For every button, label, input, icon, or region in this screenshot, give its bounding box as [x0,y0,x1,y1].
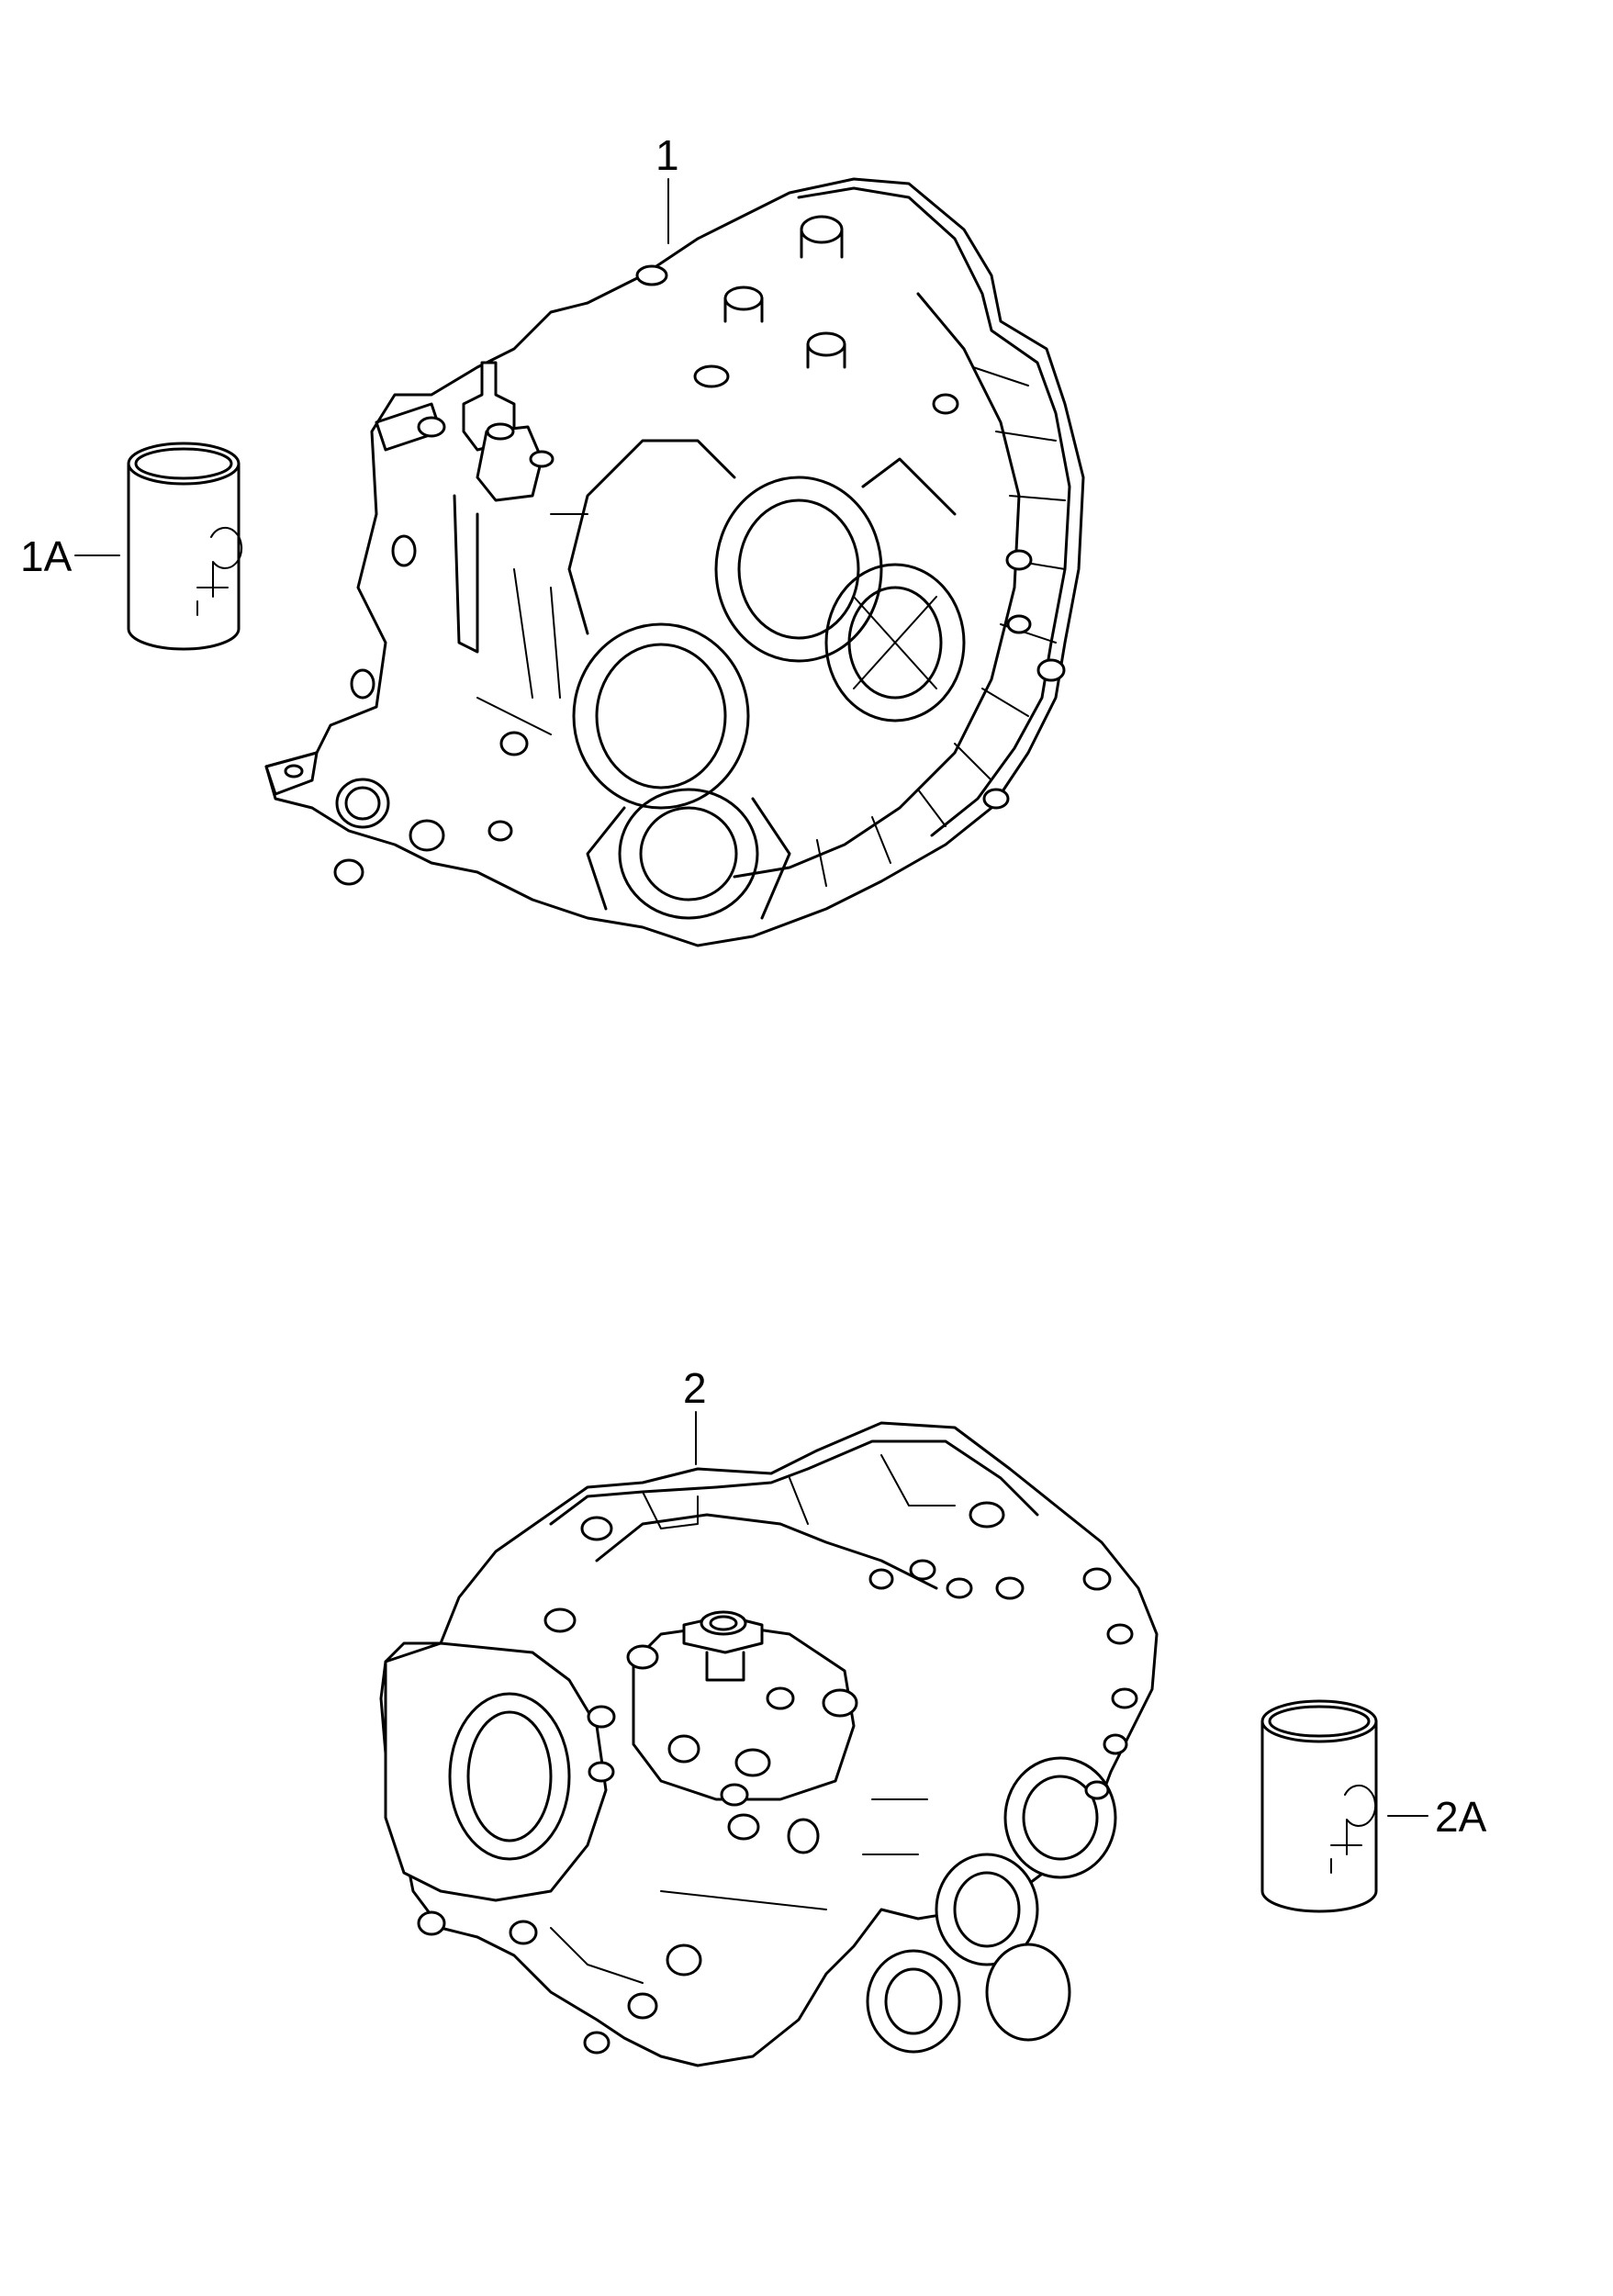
part-1-transmission-housing[interactable] [264,177,1085,947]
part-label-1[interactable]: 1 [655,131,679,179]
part-label-2[interactable]: 2 [683,1364,707,1412]
part-1A-oil-can[interactable] [127,442,243,651]
part-label-1A[interactable]: 1A [20,532,73,580]
part-2A-oil-can[interactable] [1260,1699,1378,1913]
part-2-gearbox[interactable] [379,1421,1159,2067]
part-label-2A[interactable]: 2A [1435,1793,1487,1841]
